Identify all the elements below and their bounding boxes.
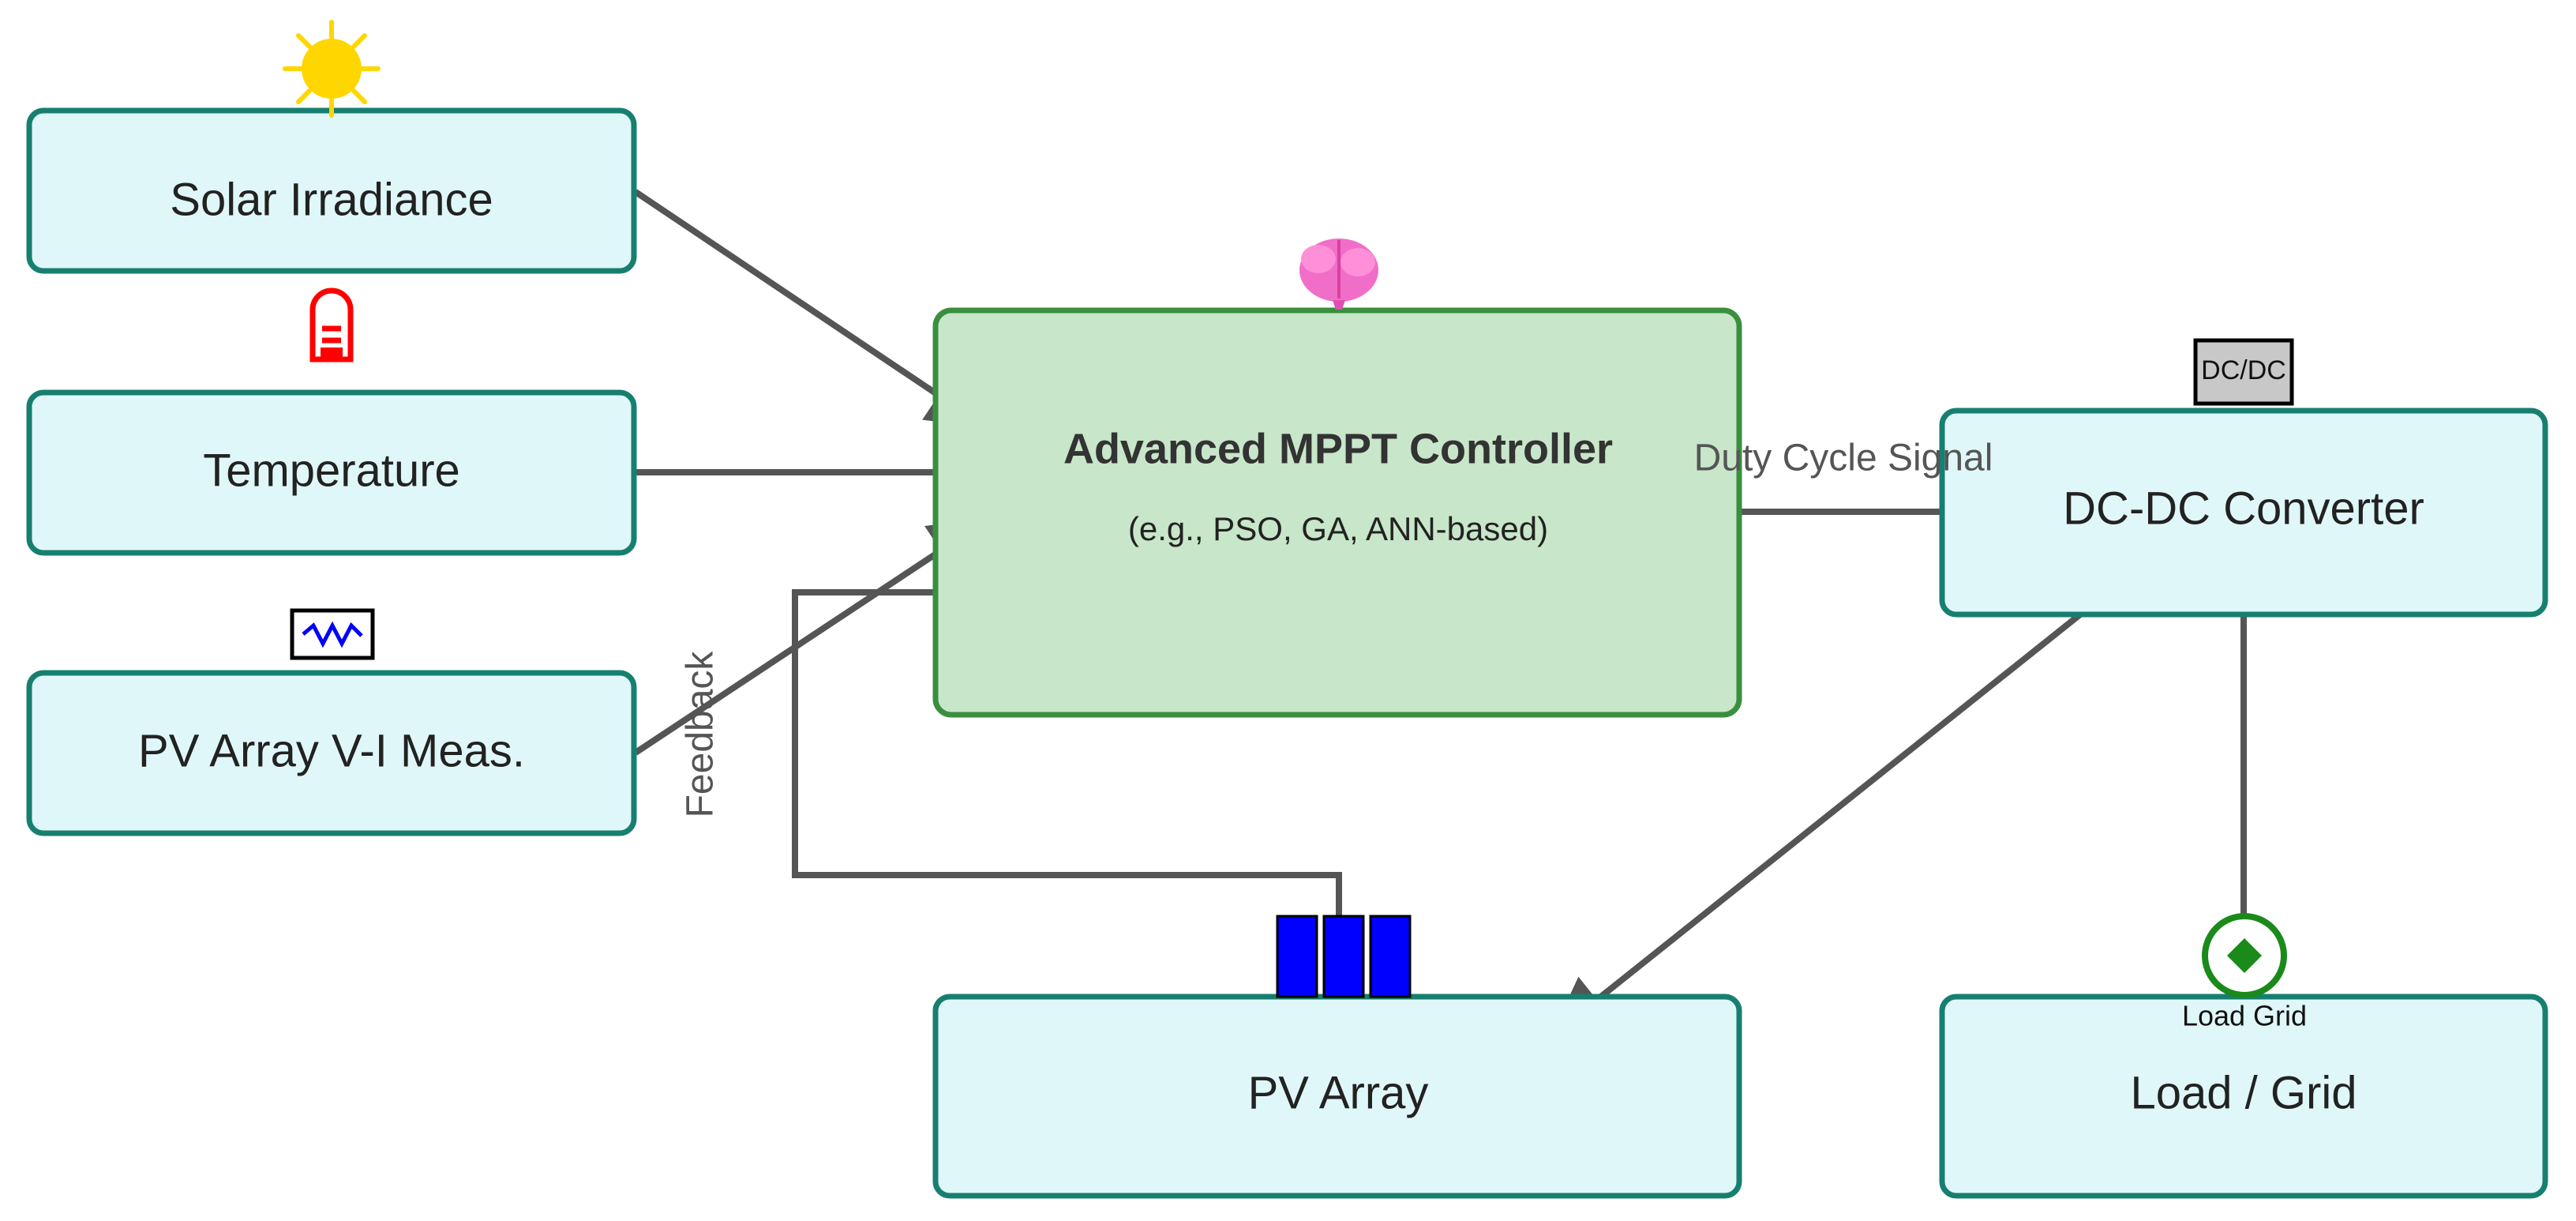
load-grid-label: Load / Grid <box>2131 1067 2357 1118</box>
edge-label-feedback: Feedback <box>680 651 722 818</box>
solar-panel-icon <box>1276 915 1412 998</box>
node-pv-vi-meas[interactable]: PV Array V-I Meas. <box>26 670 637 836</box>
dcdc-label: DC-DC Converter <box>2063 483 2424 534</box>
node-dcdc-converter[interactable]: DC-DC Converter <box>1939 408 2548 618</box>
waveform-icon <box>290 608 375 660</box>
grid-icon: Load Grid <box>2182 913 2307 1032</box>
dcdc-icon: DC/DC <box>2193 338 2294 406</box>
node-pv-array[interactable]: PV Array <box>932 994 1742 1199</box>
node-solar-irradiance[interactable]: Solar Irradiance <box>26 107 637 274</box>
sun-icon <box>283 20 381 118</box>
edge-label-duty-cycle: Duty Cycle Signal <box>1694 438 1993 479</box>
edge-dcdc-to-pv-array <box>1550 611 2083 1037</box>
temperature-label: Temperature <box>203 445 460 496</box>
dcdc-tag: DC/DC <box>2201 355 2286 385</box>
node-mppt-controller[interactable]: Advanced MPPT Controller (e.g., PSO, GA,… <box>932 307 1742 718</box>
pv-vi-meas-label: PV Array V-I Meas. <box>138 725 525 776</box>
node-load-grid[interactable]: Load / Grid <box>1939 994 2548 1199</box>
controller-subtitle: (e.g., PSO, GA, ANN-based) <box>1128 510 1548 547</box>
pv-array-label: PV Array <box>1248 1067 1429 1118</box>
thermometer-icon <box>309 287 354 363</box>
load-grid-tag: Load Grid <box>2182 1000 2307 1032</box>
edge-solar-to-controller <box>633 189 988 429</box>
node-temperature[interactable]: Temperature <box>26 389 637 556</box>
solar-irradiance-label: Solar Irradiance <box>170 174 493 225</box>
edge-vi-to-controller <box>633 517 991 756</box>
controller-title: Advanced MPPT Controller <box>1063 425 1613 472</box>
brain-icon <box>1299 239 1378 310</box>
